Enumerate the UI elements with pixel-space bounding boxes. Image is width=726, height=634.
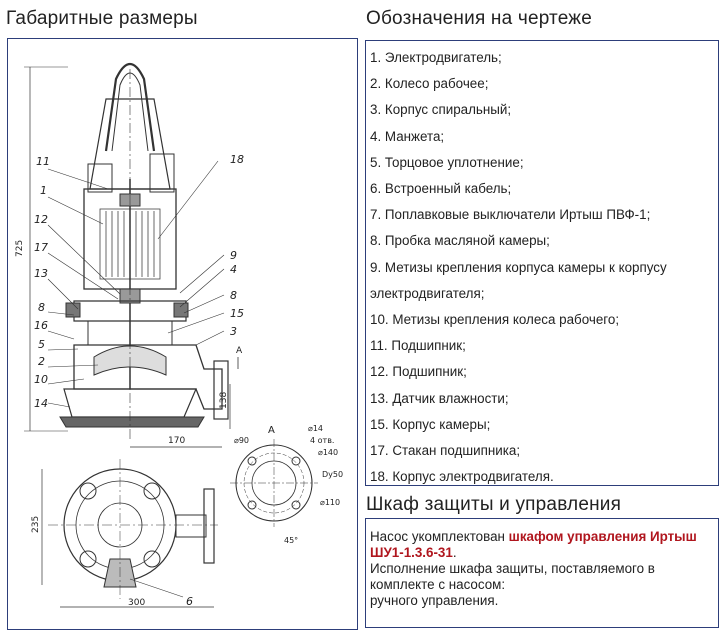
dimensions-heading: Габаритные размеры [6, 8, 198, 29]
cabinet-text-before: Насос укомплектован [370, 529, 509, 544]
legend-heading: Обозначения на чертеже [366, 8, 592, 29]
cabinet-line-2: Исполнение шкафа защиты, поставляемого в… [370, 561, 655, 592]
dim-plan-width-label: 300 [128, 598, 145, 608]
legend-item: 4. Манжета; [370, 128, 445, 144]
callout-6: 6 [186, 595, 193, 608]
callout-4: 4 [230, 263, 237, 276]
cable-box-shape [87, 163, 113, 193]
flange-dim-140: ⌀140 [318, 448, 338, 457]
callout-12: 12 [34, 213, 48, 226]
legend-item: 17. Стакан подшипника; [370, 443, 521, 459]
dim-outlet-height-label: 138 [219, 392, 229, 409]
flange-du50: Dу50 [322, 470, 343, 479]
legend-item: 13. Датчик влажности; [370, 390, 509, 406]
callout-1: 1 [40, 184, 47, 197]
drawing-panel: 725 138 A 170 [7, 38, 358, 630]
cabinet-panel: Насос укомплектован шкафом управления Ир… [365, 518, 719, 628]
callout-8-right: 8 [230, 289, 237, 302]
legend-item: 12. Подшипник; [370, 364, 467, 380]
cabinet-text-after: . [452, 545, 457, 560]
legend-item: 15. Корпус камеры; [370, 416, 491, 432]
legend-item: 2. Колесо рабочее; [370, 76, 489, 92]
flange-dim-90: ⌀90 [234, 436, 249, 445]
legend-list: 1. Электродвигатель; 2. Колесо рабочее; … [366, 41, 718, 490]
flange-dim-14: ⌀14 [308, 424, 323, 433]
callout-11: 11 [36, 155, 50, 168]
callout-17: 17 [34, 241, 48, 254]
legend-item: 5. Торцовое уплотнение; [370, 154, 524, 170]
cabinet-heading: Шкаф защиты и управления [366, 494, 622, 515]
legend-item: 9. Метизы крепления корпуса камеры к кор… [370, 259, 667, 301]
callout-5: 5 [38, 338, 45, 351]
dim-plan-depth-label: 235 [31, 516, 41, 533]
callout-2: 2 [38, 355, 45, 368]
flange-dim-110: ⌀110 [320, 498, 340, 507]
legend-item: 8. Пробка масляной камеры; [370, 233, 550, 249]
cabinet-description: Насос укомплектован шкафом управления Ир… [366, 519, 718, 609]
legend-item: 11. Подшипник; [370, 338, 466, 354]
flange-holes: 4 отв. [310, 436, 334, 445]
legend-item: 7. Поплавковые выключатели Иртыш ПВФ-1; [370, 207, 651, 223]
callout-16: 16 [34, 319, 48, 332]
dim-height-label: 725 [15, 240, 25, 257]
outlet-flange-shape [213, 360, 229, 420]
view-a-label: A [268, 425, 275, 436]
callout-9: 9 [230, 249, 237, 262]
legend-item: 1. Электродвигатель; [370, 50, 502, 65]
cabinet-line-3: ручного управления. [370, 593, 499, 608]
cabinet-model-highlight: шкафом управления Иртыш ШУ1-1.3.6-31 [370, 529, 697, 560]
legend-item: 18. Корпус электродвигателя. [370, 469, 554, 485]
section-marker-a: A [236, 346, 243, 356]
callout-3: 3 [230, 325, 237, 338]
handle-shape [104, 62, 156, 152]
legend-item: 3. Корпус спиральный; [370, 102, 512, 118]
callout-13: 13 [34, 267, 48, 280]
dim-width-label: 170 [168, 436, 185, 446]
flange-angle: 45° [284, 536, 298, 545]
callout-15: 15 [230, 307, 244, 320]
legend-panel: 1. Электродвигатель; 2. Колесо рабочее; … [365, 40, 719, 486]
pump-drawing: 725 138 A 170 [15, 62, 343, 608]
callout-10: 10 [34, 373, 48, 386]
legend-item: 6. Встроенный кабель; [370, 181, 512, 197]
callout-14: 14 [34, 397, 48, 410]
callout-8: 8 [38, 301, 45, 314]
legend-item: 10. Метизы крепления колеса рабочего; [370, 312, 620, 328]
callout-18: 18 [230, 153, 244, 166]
